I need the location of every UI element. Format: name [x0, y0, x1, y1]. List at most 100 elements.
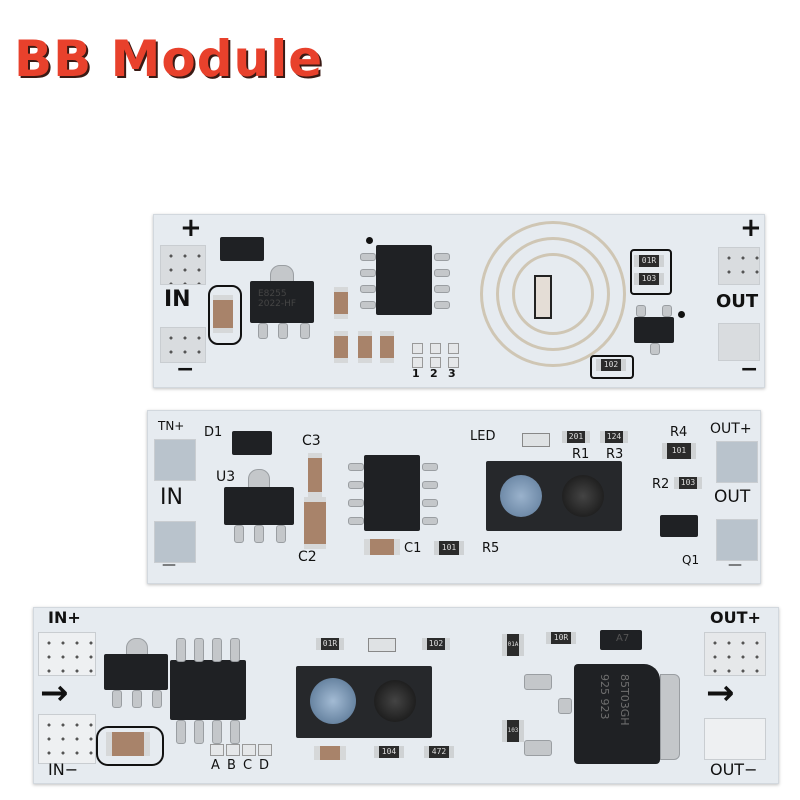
pin — [650, 343, 660, 355]
out-plus-pad — [704, 632, 766, 676]
ir-sensor — [486, 461, 622, 531]
out-plus-label: OUT+ — [710, 608, 761, 627]
in-minus-pad — [38, 714, 96, 764]
jumper-pad-c[interactable] — [242, 744, 256, 756]
r3-label: R3 — [606, 447, 624, 462]
pin — [636, 305, 646, 317]
capacitor-outline — [208, 285, 242, 345]
transistor — [634, 317, 674, 343]
in-minus-label: IN− — [48, 760, 79, 779]
capacitor-outline — [96, 726, 164, 766]
in-label: IN — [160, 485, 183, 510]
pin1-dot — [678, 311, 685, 318]
indicator-led — [522, 433, 550, 447]
r2-label: R2 — [652, 477, 670, 492]
pin — [254, 525, 264, 543]
pin — [112, 690, 122, 708]
out-plus-pad — [716, 441, 758, 483]
jumper-pad-a[interactable] — [210, 744, 224, 756]
pin — [360, 285, 376, 293]
capacitor — [358, 331, 372, 363]
pin — [662, 305, 672, 317]
resistor: 01R — [316, 638, 344, 650]
capacitor — [213, 295, 233, 333]
jumper-pad-3b[interactable] — [448, 357, 459, 368]
indicator-led — [368, 638, 396, 652]
ir-emitter-lens — [310, 678, 356, 724]
out-minus-pad — [704, 718, 766, 760]
in-label: IN — [164, 287, 191, 312]
d1-label: D1 — [204, 425, 223, 440]
mosfet-pin — [558, 698, 572, 714]
u3-label: U3 — [216, 469, 236, 485]
pin — [230, 720, 240, 744]
voltage-regulator — [104, 654, 168, 690]
jumper-pad-b[interactable] — [226, 744, 240, 756]
out-minus-label: − — [740, 357, 759, 382]
pin — [434, 301, 450, 309]
resistor-r2: 103 — [674, 477, 702, 489]
capacitor — [380, 331, 394, 363]
jumper-pad-3a[interactable] — [448, 343, 459, 354]
jumper-pad-2b[interactable] — [430, 357, 441, 368]
capacitor-c2 — [304, 497, 326, 549]
mosfet: 85T03GH 925 923 — [574, 664, 660, 764]
resistor-r1: 201 — [562, 431, 590, 443]
pin — [422, 517, 438, 525]
resistor: 01A — [502, 634, 524, 656]
jumper-pad-1a[interactable] — [412, 343, 423, 354]
jumper-pad-2a[interactable] — [430, 343, 441, 354]
in-minus-pad — [160, 327, 206, 363]
jumper-pad-1b[interactable] — [412, 357, 423, 368]
pin — [132, 690, 142, 708]
pin — [360, 269, 376, 277]
resistor: 472 — [424, 746, 454, 758]
soic8-chip — [376, 245, 432, 315]
jumper-pad-d[interactable] — [258, 744, 272, 756]
resistor: 102 — [422, 638, 450, 650]
jumper-label-2: 2 — [430, 367, 438, 380]
resistor: 103 — [502, 720, 524, 742]
pin — [152, 690, 162, 708]
diode-marking: A7 — [616, 633, 630, 644]
resistor-outline — [590, 355, 634, 379]
page-title: BB Module — [14, 30, 324, 88]
voltage-regulator: E8255 2022-HF — [250, 281, 314, 323]
pin1-dot — [366, 237, 373, 244]
capacitor — [334, 331, 348, 363]
mosfet-date-code: 925 923 — [598, 674, 611, 720]
pcb-board-capacitive: + IN − E8255 2022-HF 1 2 3 01R 103 102 + — [153, 213, 765, 388]
pin — [434, 253, 450, 261]
resistor-r3: 124 — [600, 431, 628, 443]
pin — [422, 463, 438, 471]
jumper-label-b: B — [227, 758, 236, 773]
mosfet-pin — [524, 740, 552, 756]
r1-label: R1 — [572, 447, 590, 462]
resistor-outline — [630, 249, 672, 295]
capacitor-c3 — [308, 453, 322, 497]
in-plus-pad — [38, 632, 96, 676]
resistor: 10R — [546, 632, 576, 644]
pin — [434, 269, 450, 277]
pin — [422, 481, 438, 489]
out-label: OUT — [714, 487, 751, 507]
arrow-right-icon: → — [706, 673, 735, 713]
pin — [212, 720, 222, 744]
pin — [360, 253, 376, 261]
c1-label: C1 — [404, 541, 422, 556]
jumper-label-d: D — [259, 758, 270, 773]
pin — [360, 301, 376, 309]
pin — [194, 638, 204, 662]
pcb-board-ir-sensor: TN+ IN — D1 U3 C3 C2 C1 101 R5 LED 201 1… — [147, 410, 761, 584]
jumper-label-1: 1 — [412, 367, 420, 380]
pin — [300, 323, 310, 339]
pin — [176, 638, 186, 662]
resistor: 102 — [596, 359, 626, 371]
r4-label: R4 — [670, 425, 688, 440]
out-plus-pad — [718, 247, 760, 285]
in-plus-pad — [160, 245, 206, 285]
jumper-label-a: A — [211, 758, 220, 773]
out-minus-pad — [718, 323, 760, 361]
pin — [348, 463, 364, 471]
resistor: 104 — [374, 746, 404, 758]
